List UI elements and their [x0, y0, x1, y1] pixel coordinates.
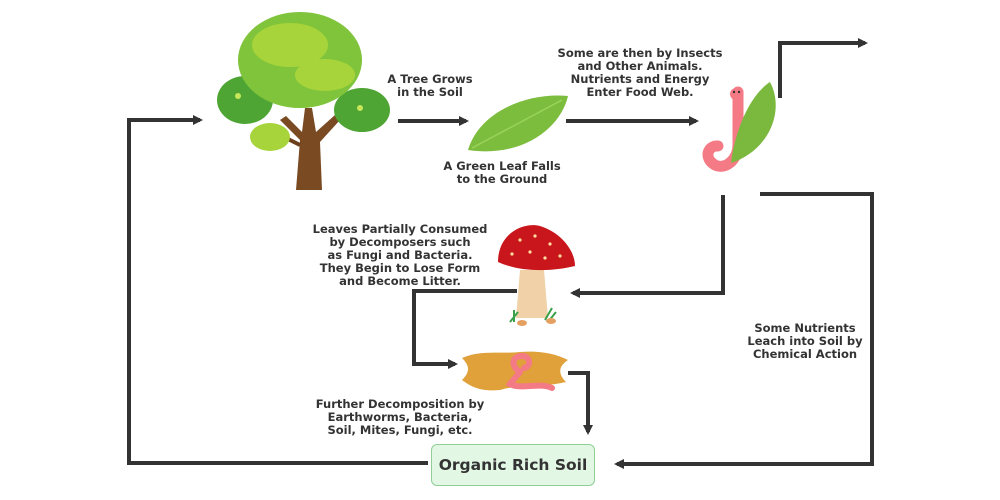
- arrow-worm-to-mushroom: [570, 195, 725, 298]
- label-decomposers: Leaves Partially Consumed by Decomposers…: [312, 222, 488, 288]
- organic-rich-soil-label: Organic Rich Soil: [438, 456, 588, 474]
- worm-eating-leaf-icon: [702, 82, 776, 172]
- tree-icon: [217, 12, 390, 190]
- mushroom-icon: [498, 225, 575, 326]
- arrow-soil-to-tree: [127, 115, 428, 465]
- label-leaf-falls: A Green Leaf Falls to the Ground: [443, 159, 561, 186]
- organic-rich-soil-box: Organic Rich Soil: [431, 444, 595, 486]
- label-food-web: Some are then by Insects and Other Anima…: [557, 46, 723, 99]
- label-tree-grows: A Tree Grows in the Soil: [387, 72, 473, 99]
- arrow-food-web-out: [778, 38, 868, 98]
- arrow-litter-to-soil: [568, 371, 593, 435]
- arrow-mushroom-to-litter: [412, 289, 517, 369]
- green-leaf-icon: [468, 95, 568, 152]
- earthworm-litter-icon: [462, 351, 568, 391]
- label-leach: Some Nutrients Leach into Soil by Chemic…: [747, 321, 863, 361]
- arrow-leach-to-soil: [614, 192, 874, 469]
- label-further-decomposition: Further Decomposition by Earthworms, Bac…: [315, 397, 485, 437]
